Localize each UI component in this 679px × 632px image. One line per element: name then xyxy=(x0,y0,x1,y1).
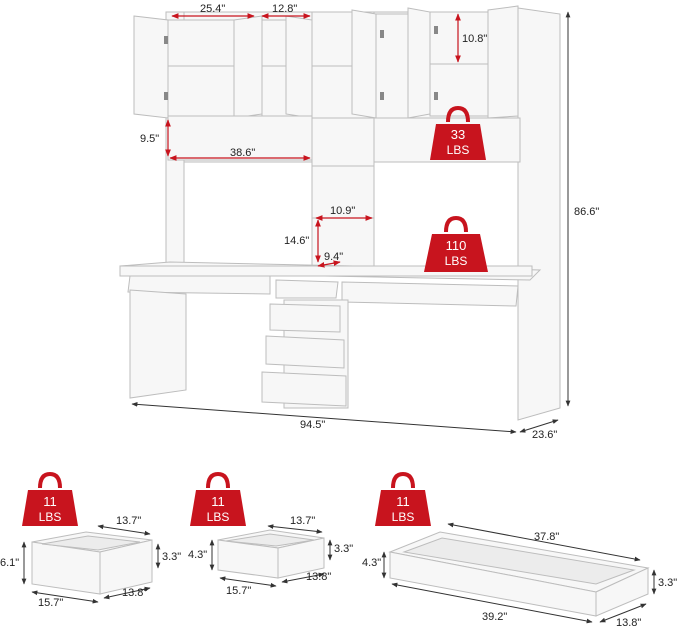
dim-total-depth: 23.6" xyxy=(532,429,557,441)
drawer-1-dim-depth: 13.8" xyxy=(122,587,147,599)
dim-total-width: 94.5" xyxy=(300,419,325,431)
drawer-3-weight-unit: LBS xyxy=(392,510,415,524)
drawer-2-dim-width: 15.7" xyxy=(226,585,251,597)
dim-side-shelf-width: 10.9" xyxy=(330,205,355,217)
drawer-2-dim-lines xyxy=(209,524,333,588)
drawer-2-weight-unit: LBS xyxy=(207,510,230,524)
weight-badge-desktop-value: 110 xyxy=(446,238,467,253)
drawer-2-badge: 11 LBS xyxy=(190,471,246,526)
drawer-3-dim-height: 4.3" xyxy=(362,557,381,569)
drawer-1-dim-top-depth: 13.7" xyxy=(116,515,141,527)
desk-dimension-lines xyxy=(165,13,461,268)
dim-middle-shelf-width: 12.8" xyxy=(272,3,297,15)
weight-badge-desktop-unit: LBS xyxy=(445,254,468,268)
drawer-2-dim-depth: 13.8" xyxy=(306,571,331,583)
drawer-1-dim-height: 6.1" xyxy=(0,557,19,569)
drawer-1: 11 LBS 13.7" 6.1" 3.3" 15.7" 13.8" xyxy=(0,471,181,609)
drawer-1-dim-inner-height: 3.3" xyxy=(162,551,181,563)
drawer-3-dim-top-width: 37.8" xyxy=(534,531,559,543)
drawer-3-dim-lines xyxy=(381,522,657,624)
drawer-1-weight-value: 11 xyxy=(43,494,57,509)
weight-badge-hutch-value: 33 xyxy=(451,127,465,142)
drawer-1-shape xyxy=(31,531,153,595)
hardware-details xyxy=(164,26,438,100)
drawer-2-dim-height: 4.3" xyxy=(188,549,207,561)
drawer-3-dim-depth: 13.8" xyxy=(616,617,641,629)
dim-side-shelf-depth: 9.4" xyxy=(324,251,343,263)
weight-badge-hutch: 33 LBS xyxy=(430,105,486,160)
drawer-2-weight-value: 11 xyxy=(211,494,225,509)
dim-hutch-gap-height: 9.5" xyxy=(140,133,159,145)
drawer-3-dim-inner-height: 3.3" xyxy=(658,577,677,589)
drawer-3-weight-value: 11 xyxy=(396,494,410,509)
drawer-1-dim-width: 15.7" xyxy=(38,597,63,609)
dim-cabinet-height: 10.8" xyxy=(462,33,487,45)
drawer-1-weight-unit: LBS xyxy=(39,510,62,524)
drawer-2: 11 LBS 13.7" 4.3" 3.3" 15.7" 13.8" xyxy=(188,471,353,597)
drawer-3-dim-width: 39.2" xyxy=(482,611,507,623)
drawer-3-badge: 11 LBS xyxy=(375,471,431,526)
dim-total-height: 86.6" xyxy=(574,206,599,218)
drawer-3-shape xyxy=(388,531,650,617)
desk-dimension-labels: 25.4" 12.8" 10.8" 9.5" 38.6" 10.9" 14.6"… xyxy=(140,3,599,441)
drawer-1-badge: 11 LBS xyxy=(22,471,78,526)
drawer-3: 11 LBS 37.8" 4.3" 3.3" 39.2" 13.8" xyxy=(362,471,677,629)
weight-badge-hutch-unit: LBS xyxy=(447,143,470,157)
drawer-1-dim-lines xyxy=(21,524,161,604)
drawer-2-dim-inner-height: 3.3" xyxy=(334,543,353,555)
desk-overall-lines xyxy=(131,11,571,435)
dim-side-shelf-height: 14.6" xyxy=(284,235,309,247)
dim-upper-cabinet-width: 25.4" xyxy=(200,3,225,15)
weight-badge-desktop: 110 LBS xyxy=(424,215,488,272)
dim-hutch-width: 38.6" xyxy=(230,147,255,159)
drawer-2-dim-top-depth: 13.7" xyxy=(290,515,315,527)
drawer-2-shape xyxy=(217,529,325,579)
